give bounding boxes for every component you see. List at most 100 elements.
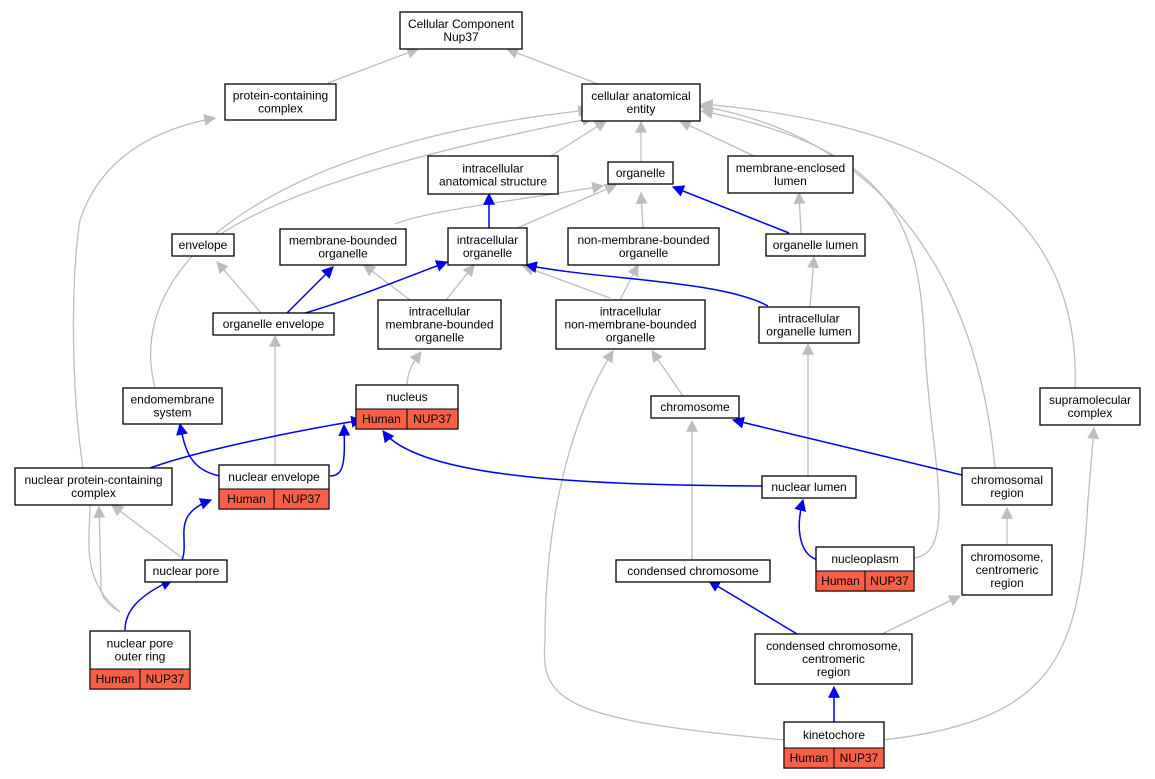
- node-label: organelle: [318, 247, 368, 261]
- node-box: [581, 83, 701, 122]
- node-label: organelle: [616, 166, 666, 180]
- node-label: intracellular: [409, 305, 470, 319]
- edge-part-of: [329, 423, 351, 477]
- node-box: [399, 11, 523, 50]
- node-box: [279, 228, 407, 266]
- node-label: nuclear pore: [153, 564, 220, 578]
- edge-is-a: [327, 47, 420, 84]
- node-label: envelope: [179, 238, 228, 252]
- node-chromosome[interactable]: chromosome: [650, 395, 740, 419]
- edge-is-a: [635, 191, 648, 229]
- edge-is-a: [72, 114, 217, 613]
- edge-part-of: [707, 580, 798, 635]
- node-label: complex: [1068, 406, 1113, 420]
- edge-is-a: [505, 47, 599, 85]
- node-box: [224, 83, 337, 121]
- node-organelle-envelope[interactable]: organelle envelope: [212, 312, 335, 336]
- node-intracellular-non-membrane-bounded-organelle[interactable]: intracellularnon-membrane-boundedorganel…: [555, 299, 706, 350]
- node-box: [961, 467, 1053, 506]
- node-label: outer ring: [115, 650, 166, 664]
- node-organelle-lumen[interactable]: organelle lumen: [765, 233, 866, 257]
- edge-part-of: [671, 185, 790, 234]
- node-label: intracellular: [778, 312, 839, 326]
- node-label: condensed chromosome,: [766, 639, 901, 653]
- tag-label: NUP37: [146, 672, 185, 686]
- edge-part-of: [286, 266, 334, 314]
- tag-label: Human: [362, 412, 401, 426]
- node-label: protein-containing: [233, 89, 328, 103]
- organism-tag: Human: [218, 488, 275, 510]
- tag-label: Human: [227, 492, 266, 506]
- node-label: Nup37: [443, 30, 479, 44]
- node-box: [212, 312, 335, 336]
- node-label: organelle: [463, 246, 513, 260]
- node-label: entity: [627, 102, 656, 116]
- node-label: region: [817, 665, 850, 679]
- node-label: organelle: [415, 331, 465, 345]
- node-nuclear-pore[interactable]: nuclear pore: [144, 559, 228, 583]
- node-label: intracellular: [462, 162, 523, 176]
- edge-part-of: [301, 260, 449, 315]
- tag-label: NUP37: [840, 751, 879, 765]
- edge-is-a: [807, 255, 820, 308]
- part-of-edges: [124, 185, 963, 722]
- node-label: system: [153, 406, 191, 420]
- edge-is-a: [216, 261, 262, 314]
- edge-is-a: [394, 181, 605, 225]
- node-label: intracellular: [457, 233, 518, 247]
- node-box: [1039, 387, 1141, 426]
- tag-label: Human: [96, 672, 135, 686]
- edge-is-a: [619, 263, 639, 301]
- organism-tag: Human: [815, 570, 866, 592]
- node-label: cellular anatomical: [591, 89, 690, 103]
- node-label: membrane-enclosed: [736, 161, 845, 175]
- node-label: endomembrane: [130, 393, 214, 407]
- node-label: centromeric: [976, 563, 1039, 577]
- node-label: complex: [258, 102, 303, 116]
- tag-label: Human: [821, 574, 860, 588]
- node-box: [14, 467, 173, 506]
- gene-tag: NUP37: [139, 668, 191, 690]
- node-box: [427, 155, 559, 195]
- node-label: nucleus: [386, 390, 427, 404]
- edge-is-a: [548, 120, 608, 158]
- node-nuclear-lumen[interactable]: nuclear lumen: [761, 475, 857, 499]
- edge-part-of: [524, 261, 769, 307]
- node-box: [555, 299, 706, 350]
- node-label: nuclear protein-containing: [24, 473, 162, 487]
- node-box: [122, 387, 223, 425]
- gene-tag: NUP37: [864, 570, 915, 592]
- node-box: [761, 475, 857, 499]
- node-label: chromosome,: [971, 550, 1044, 564]
- node-envelope[interactable]: envelope: [171, 233, 235, 257]
- node-box: [961, 544, 1053, 596]
- node-box: [650, 395, 740, 419]
- organism-tag: Human: [89, 668, 141, 690]
- edge-is-a: [793, 191, 806, 235]
- node-condensed-chromosome[interactable]: condensed chromosome: [615, 559, 771, 583]
- node-box: [171, 233, 235, 257]
- node-organelle[interactable]: organelle: [607, 161, 674, 185]
